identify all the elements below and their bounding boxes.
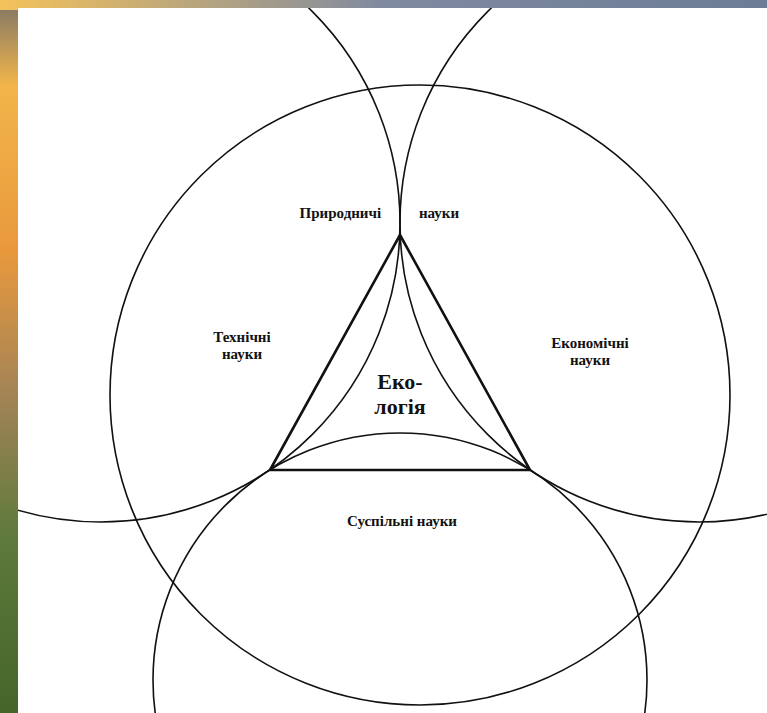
triangle-outline — [267, 232, 533, 473]
label-slot: Технічні науки — [213, 329, 270, 364]
circle-line — [153, 433, 647, 713]
label-slot: Еко- логія — [374, 369, 425, 420]
ecology-triangle: Еко- логія — [267, 232, 533, 473]
science-label: Суспільні науки — [347, 512, 457, 530]
science-circle: Суспільні науки — [150, 430, 650, 713]
circle-outline — [397, 8, 767, 525]
circle-outline — [18, 8, 403, 525]
label-slot: Суспільні науки — [347, 512, 457, 530]
science-label: Економічні науки — [551, 335, 628, 370]
label-slot: Економічні науки — [551, 335, 628, 370]
circle-outline — [150, 430, 650, 713]
circle-line — [18, 8, 400, 522]
science-label: Природничі науки — [300, 204, 459, 222]
science-circle: Еко- логія Природничі науки — [107, 82, 733, 708]
diagram-panel: Еко- логія Природничі наукиТехнічні науки… — [18, 8, 767, 713]
science-circle: Економічні науки — [397, 8, 767, 525]
science-circle: Технічні науки — [18, 8, 403, 525]
circle-line — [400, 8, 767, 522]
science-label: Еко- логія — [374, 369, 425, 420]
label-slot: Природничі науки — [300, 204, 459, 222]
science-label: Технічні науки — [213, 329, 270, 364]
triangle-line — [270, 235, 530, 470]
